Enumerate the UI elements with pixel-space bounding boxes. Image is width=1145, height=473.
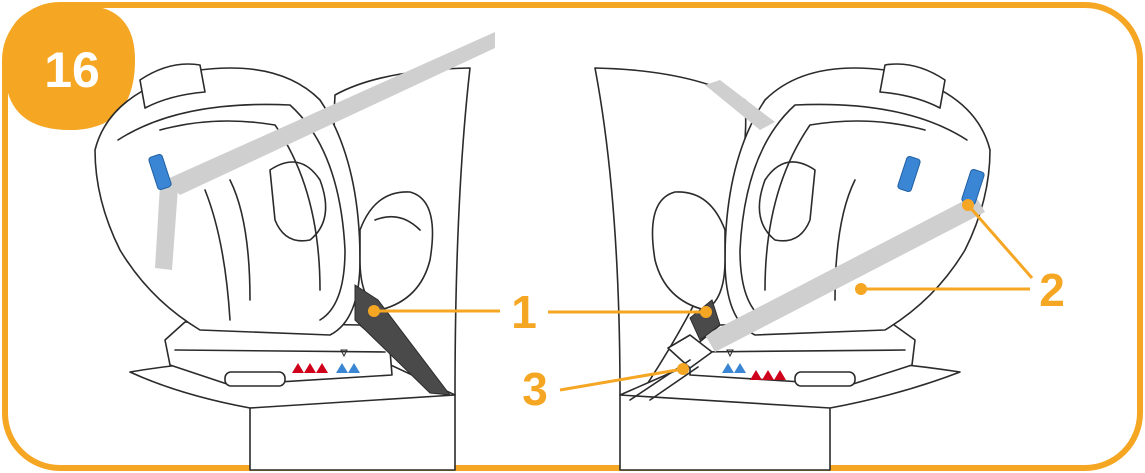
belt-guide-clip [897,155,921,193]
shoulder-belt [165,32,495,195]
callout-3: 3 [522,363,689,415]
step-number: 16 [44,42,100,98]
callout-2-label: 2 [1039,264,1065,316]
level-indicator [722,349,786,380]
level-indicator [292,349,360,373]
callout-1: 1 [368,286,712,338]
step-badge: 16 [5,5,135,130]
lap-belt [705,195,985,352]
car-seat-right-view [594,63,991,471]
callout-2: 2 [855,199,1065,316]
car-seat-left-view [94,32,495,471]
belt-section-lower [689,299,721,341]
belt-guide-clip [148,153,172,191]
callout-1-label: 1 [511,286,537,338]
callout-3-label: 3 [522,363,548,415]
